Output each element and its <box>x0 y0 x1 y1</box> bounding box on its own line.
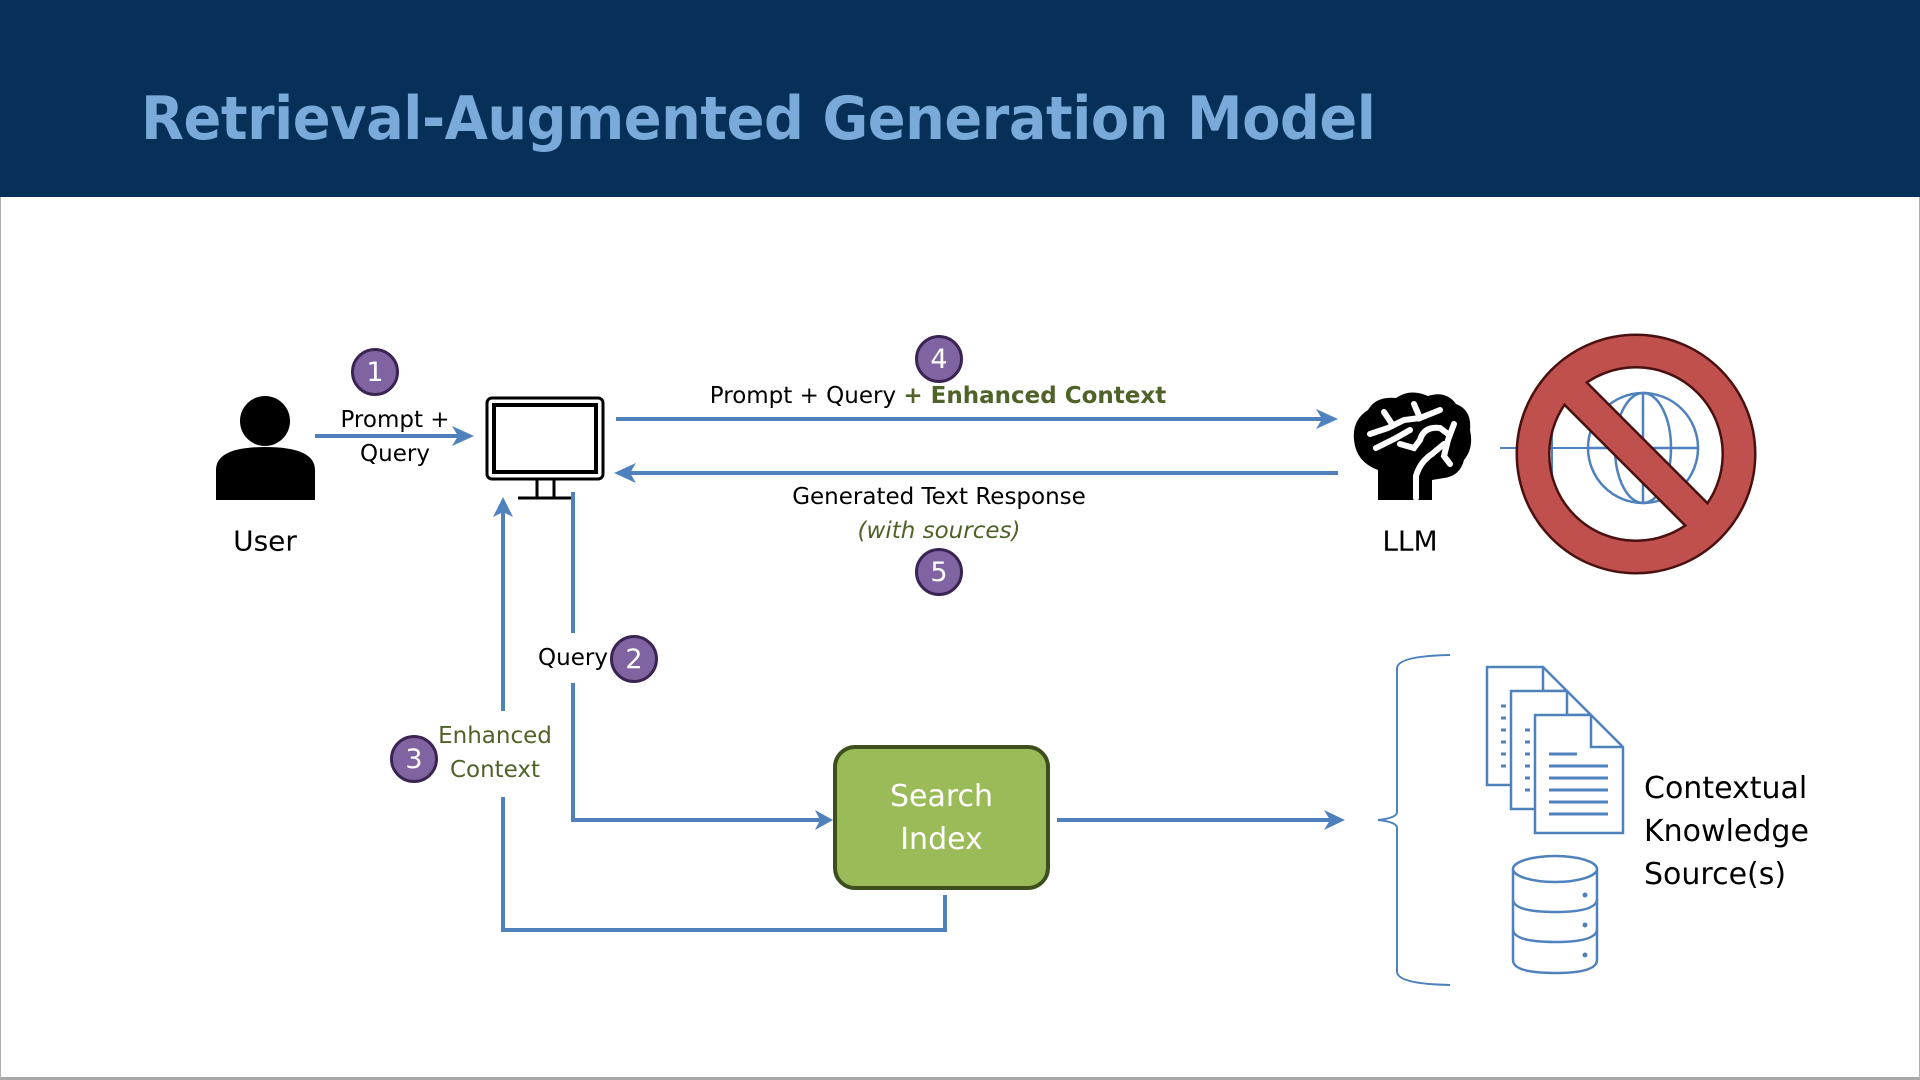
arrow-user-to-computer <box>315 426 474 446</box>
arrow-search-index-to-computer <box>493 497 947 932</box>
knowledge-sources-label: Contextual Knowledge Source(s) <box>1644 767 1809 896</box>
arrow-computer-to-llm <box>616 409 1338 429</box>
step-badge-4: 4 <box>915 335 963 383</box>
knowledge-sources-brace <box>1377 654 1451 986</box>
search-index-line1: Search <box>889 778 994 814</box>
prohibited-sign-icon <box>1515 333 1757 575</box>
search-index-node: Search Index <box>833 745 1050 890</box>
arrow-computer-to-search-index <box>571 492 833 830</box>
database-icon <box>1511 854 1599 975</box>
step-3-label-line1: Enhanced <box>438 723 552 749</box>
brain-icon <box>1353 392 1472 501</box>
step-4-label-plain: Prompt + Query <box>709 383 897 409</box>
step-badge-1: 1 <box>351 348 399 396</box>
arrow-llm-to-computer <box>614 463 1338 483</box>
step-5-label-line2: (with sources) <box>857 518 1021 544</box>
step-5-label-line1: Generated Text Response <box>792 484 1086 510</box>
knowledge-sources-line3: Source(s) <box>1644 857 1787 892</box>
llm-label: LLM <box>1382 524 1438 558</box>
search-index-line2: Index <box>900 821 983 857</box>
step-badge-5: 5 <box>915 548 963 596</box>
no-globe-icon <box>1500 333 1757 575</box>
user-label: User <box>233 524 297 558</box>
step-1-label-line2: Query <box>360 441 430 467</box>
step-badge-2: 2 <box>610 635 658 683</box>
slide-title: Retrieval-Augmented Generation Model <box>141 84 1376 154</box>
documents-icon <box>1485 665 1625 835</box>
arrow-search-index-to-knowledge-sources <box>1057 810 1345 830</box>
step-2-label: Query <box>538 645 608 671</box>
step-4-label-emphasis: + Enhanced Context <box>903 383 1167 409</box>
knowledge-sources-line2: Knowledge <box>1644 814 1809 849</box>
step-1-label-line1: Prompt + <box>340 407 450 433</box>
monitor-icon <box>485 396 605 500</box>
slide-header: Retrieval-Augmented Generation Model <box>0 0 1920 197</box>
step-3-label-line2: Context <box>449 757 541 783</box>
knowledge-sources-line1: Contextual <box>1644 771 1808 806</box>
step-4-label: Prompt + Query + Enhanced Context <box>710 383 1166 409</box>
user-icon <box>216 396 315 500</box>
step-badge-3: 3 <box>390 735 438 783</box>
